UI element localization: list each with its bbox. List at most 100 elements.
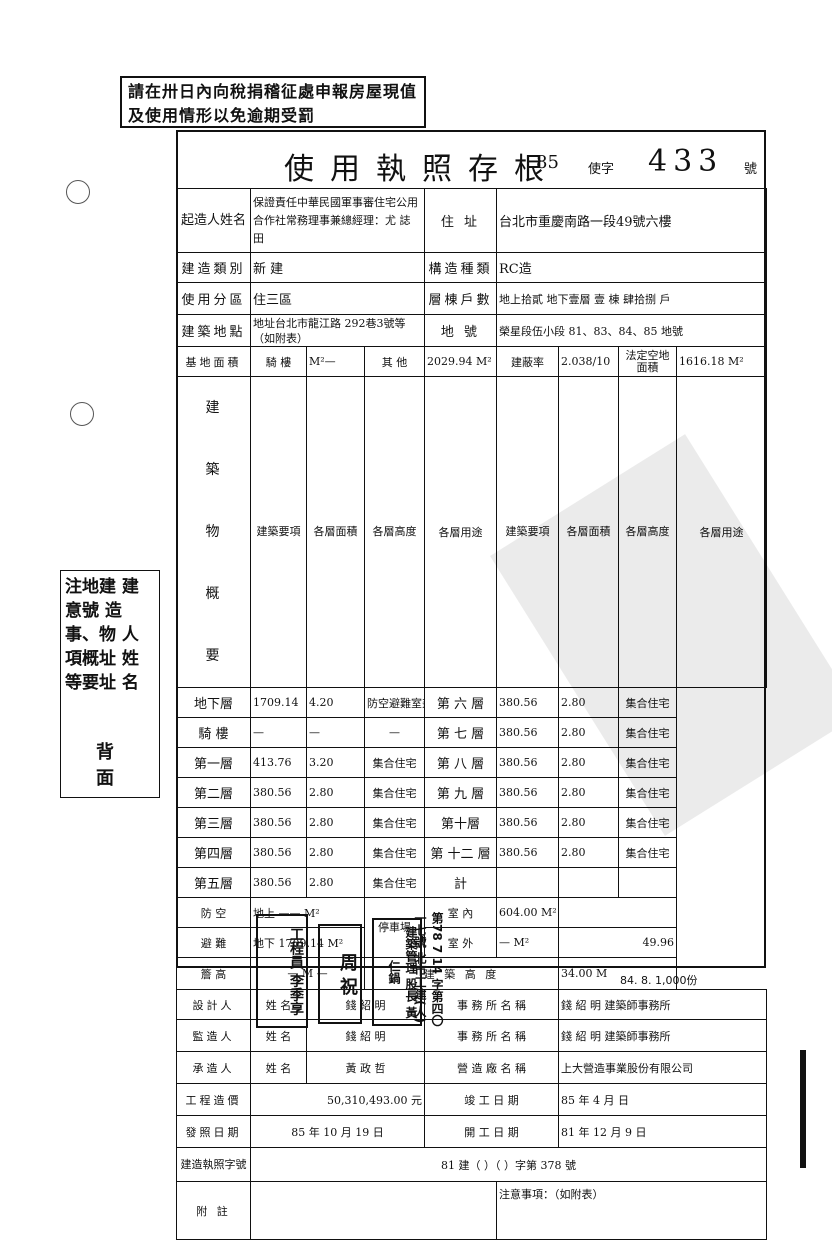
floor-area-right: 380.56 (496, 807, 559, 838)
section-chief-stamp: 建築管理 股長 黃仁鍋 (372, 918, 422, 1026)
building-height-label: 建 築 高 度 (364, 957, 559, 990)
coverage-label: 建蔽率 (496, 346, 559, 377)
contractor-office: 上大營造事業股份有限公司 (557, 1051, 768, 1084)
hdr-height-left: 各層高度 (364, 376, 425, 688)
supervisor-name-label: 姓 名 (250, 1019, 307, 1052)
floor-use-left: 集合住宅 (364, 837, 425, 868)
floor-item-right: 第 八 層 (424, 747, 497, 778)
shelter-above: 地上 —— M² (250, 897, 365, 928)
builder-label: 起造人姓名 (176, 188, 251, 253)
shelter-label-2: 避 難 (176, 927, 251, 958)
floor-item-right: 計 (424, 867, 497, 898)
designer-label: 設計人 (176, 989, 251, 1020)
floor-height-left: 2.80 (306, 867, 365, 898)
category-value: 新 建 (250, 252, 425, 283)
permit-table: 起造人姓名 保證責任中華民國軍事審住宅公用合作社常務理事兼總經理：尤 誌 田 住… (176, 188, 768, 1240)
floor-area-left: — (250, 717, 307, 748)
left-notes-box: 注地建 建 意號 造 事、物 人 項概址 姓 等要址 名 (60, 570, 160, 798)
floor-height-left: 2.80 (306, 807, 365, 838)
building-height-value: 34.00 M (558, 957, 677, 990)
builder-name: 保證責任中華民國軍事審住宅公用合作社常務理事兼總經理：尤 誌 田 (250, 188, 425, 253)
hdr-item-right: 建築要項 (496, 376, 559, 688)
other-value: 2029.94 M² (424, 346, 497, 377)
floor-height-right: 2.80 (558, 717, 619, 748)
floor-use-left: 防空避難室兼停車場 (364, 687, 425, 718)
floor-area-right: 380.56 (496, 687, 559, 718)
floor-item-left: 第四層 (176, 837, 251, 868)
notice-box: 請在卅日內向稅捐稽征處申報房屋現值及使用情形以免逾期受罰 (120, 76, 426, 128)
hdr-use-left: 各層用途 (424, 376, 497, 688)
floor-use-right (618, 867, 677, 898)
other-label: 其 他 (364, 346, 425, 377)
issue-date: 85 年 10 月 19 日 (250, 1115, 425, 1148)
builder-addr: 台北市重慶南路一段49號六樓 (495, 188, 768, 253)
qilou-label: 騎 樓 (250, 346, 307, 377)
contractor-label: 承造人 (176, 1051, 251, 1084)
document-number-stamp: 第78 7 14 字第四〇一七號 北市工建(人) (413, 912, 444, 1027)
floor-area-left: 1709.14 (250, 687, 307, 718)
designer-office-label: 事 務 所 名 稱 (424, 989, 559, 1020)
permit-no-label: 建造執照字號 (176, 1147, 251, 1182)
floor-height-right: 2.80 (558, 747, 619, 778)
floor-height-right: 2.80 (558, 777, 619, 808)
shelter-below-value: 1709.14 M² (278, 936, 344, 950)
attach-label: 附 註 (176, 1181, 251, 1240)
struct-label: 構造種類 (424, 252, 497, 283)
floor-area-right: 380.56 (496, 717, 559, 748)
open-label: 法定空地面積 (618, 346, 677, 377)
struct-value: RC造 (495, 252, 768, 283)
floor-item-left: 第三層 (176, 807, 251, 838)
floor-area-right: 380.56 (496, 777, 559, 808)
floor-item-right: 第 九 層 (424, 777, 497, 808)
punch-hole-mark (70, 402, 94, 426)
floor-height-right: 2.80 (558, 837, 619, 868)
floor-height-right (558, 867, 619, 898)
floor-area-right (496, 867, 559, 898)
parking-indoor-value: 604.00 M² (496, 897, 559, 928)
floor-use-right: 集合住宅 (618, 807, 677, 838)
punch-hole-mark (66, 180, 90, 204)
contractor-name: 黃 政 哲 (306, 1051, 425, 1084)
done-date: 85 年 4 月 日 (557, 1083, 768, 1116)
floors-value: 地上拾貳 地下壹層 壹 棟 肆拾捌 戶 (495, 282, 768, 315)
hdr-use-right: 各層用途 (675, 376, 768, 688)
shelter-above-label: 地上 (253, 906, 275, 920)
floor-use-right: 集合住宅 (618, 747, 677, 778)
hdr-height-right: 各層高度 (618, 376, 677, 688)
hdr-area-left: 各層面積 (306, 376, 365, 688)
supervisor-label: 監造人 (176, 1019, 251, 1052)
form-title: 使用執照存根 85 使字 433 號 (176, 140, 766, 188)
floor-height-left: — (306, 717, 365, 748)
attach-stamp-area (250, 1181, 497, 1240)
title-zi: 使字 (588, 162, 615, 177)
floor-area-right: 380.56 (496, 747, 559, 778)
floor-use-left: 集合住宅 (364, 747, 425, 778)
floor-item-right: 第 七 層 (424, 717, 497, 748)
extra-value: 49.96 (558, 927, 677, 958)
floor-use-right: 集合住宅 (618, 837, 677, 868)
issue-label: 發照日期 (176, 1115, 251, 1148)
floor-area-left: 380.56 (250, 777, 307, 808)
open-value: 1616.18 M² (675, 346, 768, 377)
contractor-office-label: 營 造 廠 名 稱 (424, 1051, 559, 1084)
category-label: 建造類別 (176, 252, 251, 283)
floor-height-right: 2.80 (558, 807, 619, 838)
site-addr: 地址台北市龍江路 292巷3號等（如附表） (250, 314, 425, 347)
designer-name-label: 姓 名 (250, 989, 307, 1020)
floor-area-left: 413.76 (250, 747, 307, 778)
eaves-label: 簷 高 (176, 957, 251, 990)
floor-area-left: 380.56 (250, 807, 307, 838)
lot-value: 榮星段伍小段 81、83、84、85 地號 (495, 314, 768, 347)
cost-value: 50,310,493.00 元 (250, 1083, 425, 1116)
engineer-stamp: 工程員 李季享 (256, 914, 308, 1028)
title-year: 85 (536, 152, 559, 173)
floor-height-left: 3.20 (306, 747, 365, 778)
builder-addr-label: 住 址 (424, 188, 497, 253)
cost-label: 工程造價 (176, 1083, 251, 1116)
qilou-value: M²— (306, 346, 365, 377)
done-label: 竣 工 日 期 (424, 1083, 559, 1116)
